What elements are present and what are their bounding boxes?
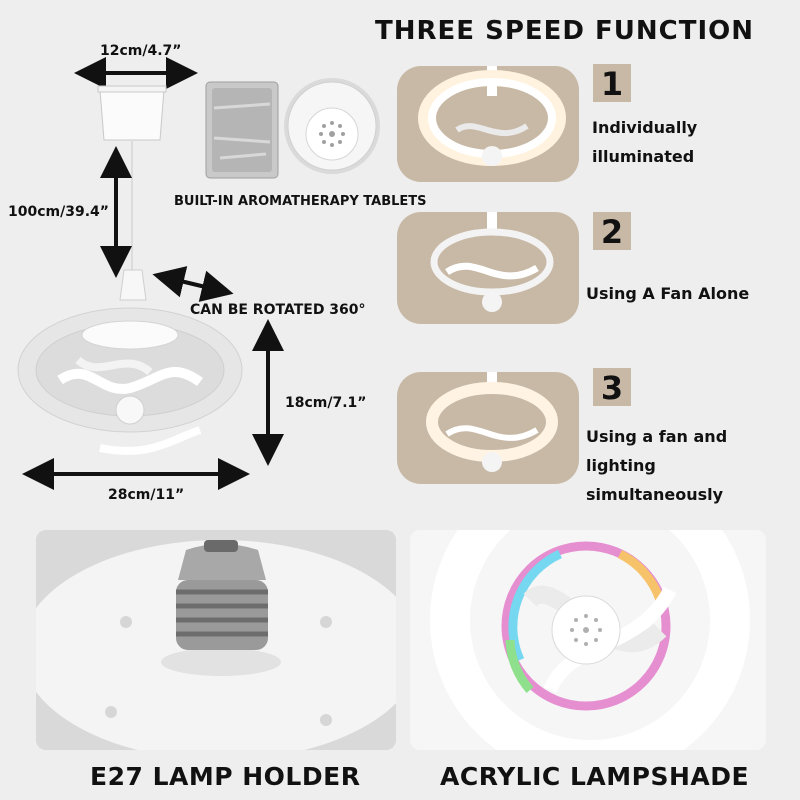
lamp-holder-photo — [36, 530, 396, 750]
rotation-arrow — [152, 266, 234, 302]
mode-1-text: Individually illuminated — [592, 113, 697, 171]
mode-2-image — [397, 212, 579, 324]
diameter-label: 28cm/11” — [108, 487, 185, 503]
mode-3-text: Using a fan and lighting simultaneously — [586, 422, 800, 509]
rotation-label: CAN BE ROTATED 360° — [190, 302, 366, 318]
ceiling-canopy — [97, 85, 167, 141]
mode-3-number: 3 — [593, 368, 631, 407]
mode-3-line1: Using a fan and lighting — [586, 427, 728, 475]
fan-light-body — [17, 307, 243, 455]
page-title: THREE SPEED FUNCTION — [375, 16, 755, 46]
height-label: 18cm/7.1” — [285, 395, 367, 411]
tablet-package-image — [205, 81, 279, 179]
mode-3-image — [397, 372, 579, 484]
mode-1-line1: Individually — [592, 118, 698, 137]
socket — [119, 269, 147, 301]
mode-3-line2: simultaneously — [586, 485, 724, 504]
mode-1-image — [397, 66, 579, 182]
aromatherapy-caption: BUILT-IN AROMATHERAPY TABLETS — [174, 194, 427, 209]
lampshade-label: ACRYLIC LAMPSHADE — [440, 762, 750, 791]
acrylic-lampshade-photo — [410, 530, 766, 750]
mode-2-number: 2 — [593, 212, 631, 251]
diffuser-disk-image — [284, 78, 380, 174]
canopy-width-label: 12cm/4.7” — [100, 43, 182, 59]
aromatherapy-images — [205, 78, 380, 179]
mode-1-line2: illuminated — [592, 147, 695, 166]
cable-length-label: 100cm/39.4” — [8, 204, 109, 220]
mode-2-text: Using A Fan Alone — [586, 284, 750, 303]
product-diagram — [17, 57, 284, 490]
e27-thread — [176, 540, 268, 650]
lamp-holder-label: E27 LAMP HOLDER — [90, 762, 361, 791]
mode-1-number: 1 — [593, 64, 631, 103]
